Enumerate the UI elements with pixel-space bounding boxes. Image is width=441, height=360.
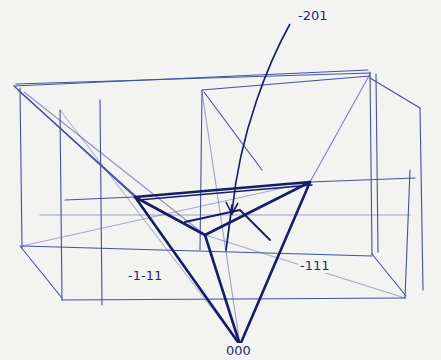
leader-line [232, 24, 290, 212]
plane-triangle [135, 182, 312, 345]
miller-index: -1-11 [126, 268, 164, 283]
miller-index: 000 [224, 343, 253, 358]
miller-index: -111 [298, 258, 332, 273]
box-outline [14, 70, 423, 345]
leader-arrowhead [226, 202, 238, 214]
miller-index: -201 [296, 8, 330, 23]
